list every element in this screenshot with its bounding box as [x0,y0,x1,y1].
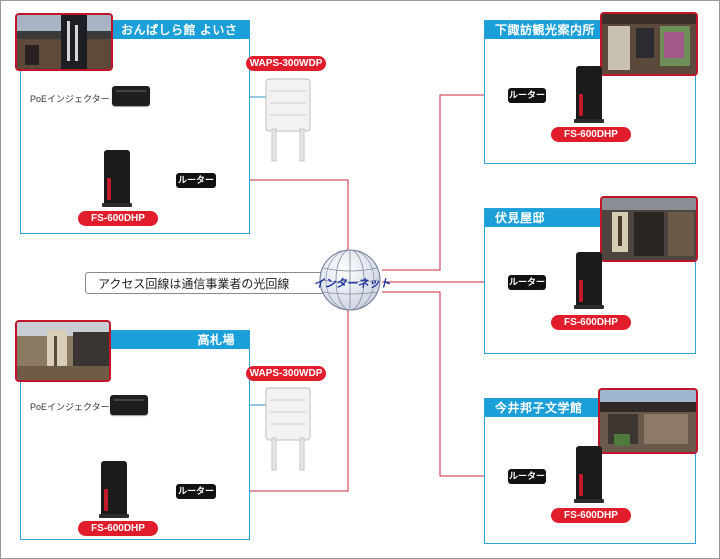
site-photo-fushimiya [600,196,698,262]
access-line-note: アクセス回線は通信事業者の光回線 [85,272,335,294]
site-title-text: 今井邦子文学館 [495,401,583,415]
router-annaijo [574,66,604,123]
site-photo-imai [598,388,698,454]
site-photo-kosatsuba [15,320,111,382]
device-label-kosatsuba: FS-600DHP [78,521,158,536]
poe-injector-kosatsuba [110,395,148,415]
router-kosatsuba [99,461,129,518]
poe-label-kosatsuba: PoEインジェクター [30,402,110,412]
router-tag-yoisa: ルーター [176,173,216,188]
router-tag-fushimiya: ルーター [508,275,546,290]
router-tag-annaijo: ルーター [508,88,546,103]
router-tag-imai: ルーター [508,469,546,484]
device-label-fushimiya: FS-600DHP [551,315,631,330]
poe-injector-yoisa [112,86,150,106]
site-title-text: 下諏訪観光案内所 [495,23,596,37]
device-label-yoisa: FS-600DHP [78,211,158,226]
internet-globe-icon [319,249,381,311]
internet-label: インターネット [313,278,391,290]
ap-label-yoisa: WAPS-300WDP [246,56,326,71]
site-photo-annaijo [600,12,698,76]
router-fushimiya [574,252,604,309]
site-title-text: 伏見屋邸 [495,211,546,225]
wire-yoisa-router [215,179,349,262]
site-photo-yoisa [15,13,113,71]
access-point-kosatsuba [265,387,311,471]
wire-kosatsuba-router [215,300,349,492]
device-label-imai: FS-600DHP [551,508,631,523]
router-tag-kosatsuba: ルーター [176,484,216,499]
router-yoisa [102,150,132,207]
site-title-text: 高札場 [197,333,235,347]
ap-label-kosatsuba: WAPS-300WDP [246,366,326,381]
site-title-text: おんぱしら館 よいさ [121,23,238,37]
router-imai [574,446,604,503]
device-label-annaijo: FS-600DHP [551,127,631,142]
access-point-yoisa [265,78,311,162]
poe-label-yoisa: PoEインジェクター [30,94,110,104]
